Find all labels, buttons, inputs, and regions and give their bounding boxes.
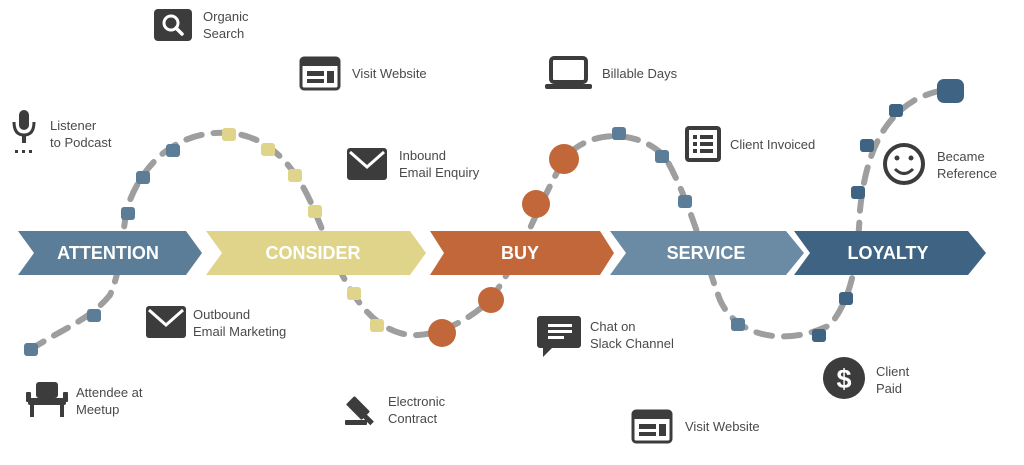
touchpoint-label-line: Listener — [50, 118, 97, 133]
journey-dot — [222, 128, 236, 141]
journey-dot — [839, 292, 853, 305]
journey-dot — [678, 195, 692, 208]
journey-dot — [937, 79, 964, 103]
touchpoint-label-line: Inbound — [399, 148, 446, 163]
journey-dot — [166, 144, 180, 157]
journey-dot — [889, 104, 903, 117]
stage-consider-arrow — [206, 231, 426, 275]
touchpoint-label-line: Client — [876, 364, 910, 379]
stage-arrows: ATTENTION CONSIDER BUY SERVICE LOYALTY — [18, 231, 986, 275]
touchpoint-electronic-contract: Electronic Contract — [388, 393, 445, 427]
stage-loyalty-label: LOYALTY — [847, 243, 928, 263]
touchpoint-label-line: Reference — [937, 166, 997, 181]
journey-dot — [522, 190, 550, 218]
touchpoint-visit-website-bottom: Visit Website — [685, 418, 760, 435]
journey-dot — [549, 144, 579, 174]
journey-dot — [428, 319, 456, 347]
journey-dot — [812, 329, 826, 342]
journey-dot — [308, 205, 322, 218]
gavel-icon — [345, 396, 374, 426]
journey-dot — [851, 186, 865, 199]
touchpoint-label-line: Organic — [203, 9, 249, 24]
stage-service: SERVICE — [610, 231, 804, 275]
svg-text:$: $ — [836, 364, 851, 394]
journey-dot — [121, 207, 135, 220]
touchpoint-label-line: Search — [203, 26, 245, 41]
touchpoint-label-line: Chat on — [590, 319, 636, 334]
journey-dot — [612, 127, 626, 140]
stage-buy-arrow — [430, 231, 614, 275]
stage-buy: BUY — [430, 231, 614, 275]
touchpoint-label-line: Visit Website — [352, 66, 427, 81]
smiley-icon — [883, 143, 925, 185]
journey-dot — [261, 143, 275, 156]
browser-window-icon — [631, 409, 673, 444]
touchpoint-label-line: Contract — [388, 411, 438, 426]
touchpoint-label-line: Electronic — [388, 394, 446, 409]
stage-attention: ATTENTION — [18, 231, 202, 275]
list-document-icon — [685, 126, 721, 162]
journey-dot — [347, 287, 361, 300]
touchpoint-label-line: to Podcast — [50, 135, 112, 150]
touchpoint-label-line: Billable Days — [602, 66, 678, 81]
stage-attention-label: ATTENTION — [57, 243, 159, 263]
journey-dot — [655, 150, 669, 163]
envelope-icon — [146, 306, 186, 338]
stage-consider-label: CONSIDER — [265, 243, 360, 263]
dollar-coin-icon: $ — [823, 357, 865, 399]
stage-attention-arrow — [18, 231, 202, 275]
touchpoint-inbound-email: Inbound Email Enquiry — [399, 147, 479, 181]
touchpoint-label-line: Paid — [876, 381, 903, 396]
stage-service-label: SERVICE — [667, 243, 746, 263]
journey-dot — [288, 169, 302, 182]
touchpoint-label-line: Outbound — [193, 307, 251, 322]
stage-loyalty: LOYALTY — [794, 231, 986, 275]
touchpoint-client-invoiced: Client Invoiced — [730, 136, 815, 153]
touchpoint-listener-podcast: Listener to Podcast — [50, 117, 111, 151]
journey-dot — [860, 139, 874, 152]
touchpoint-organic-search: Organic Search — [203, 8, 249, 42]
touchpoint-attendee-meetup: Attendee at Meetup — [76, 384, 143, 418]
journey-dot — [731, 318, 745, 331]
journey-dots — [24, 79, 964, 356]
laptop-icon — [545, 56, 592, 89]
touchpoint-label-line: Visit Website — [685, 419, 760, 434]
touchpoint-label-line: Client Invoiced — [730, 137, 816, 152]
stage-consider: CONSIDER — [206, 231, 426, 275]
envelope-icon — [347, 148, 387, 180]
touchpoint-label-line: Slack Channel — [590, 336, 674, 351]
journey-dot — [370, 319, 384, 332]
chair-icon — [26, 382, 68, 417]
touchpoint-billable-days: Billable Days — [602, 65, 677, 82]
stage-service-arrow — [610, 231, 804, 275]
chat-bubble-icon — [537, 316, 581, 357]
touchpoint-label-line: Meetup — [76, 402, 120, 417]
touchpoint-visit-website-top: Visit Website — [352, 65, 427, 82]
touchpoint-outbound-email: Outbound Email Marketing — [193, 306, 286, 340]
journey-dot — [24, 343, 38, 356]
journey-dot — [478, 287, 504, 313]
stage-buy-label: BUY — [501, 243, 539, 263]
touchpoint-slack-chat: Chat on Slack Channel — [590, 318, 674, 352]
search-icon — [154, 9, 192, 41]
journey-dot — [87, 309, 101, 322]
touchpoint-client-paid: Client Paid — [876, 363, 909, 397]
journey-dot — [136, 171, 150, 184]
touchpoint-label-line: Attendee at — [76, 385, 143, 400]
touchpoint-label-line: Email Enquiry — [399, 165, 480, 180]
stage-loyalty-arrow — [794, 231, 986, 275]
touchpoint-became-reference: Became Reference — [937, 148, 997, 182]
microphone-icon — [12, 110, 36, 153]
touchpoint-label-line: Email Marketing — [193, 324, 287, 339]
browser-window-icon — [299, 56, 341, 91]
touchpoint-label-line: Became — [937, 149, 985, 164]
